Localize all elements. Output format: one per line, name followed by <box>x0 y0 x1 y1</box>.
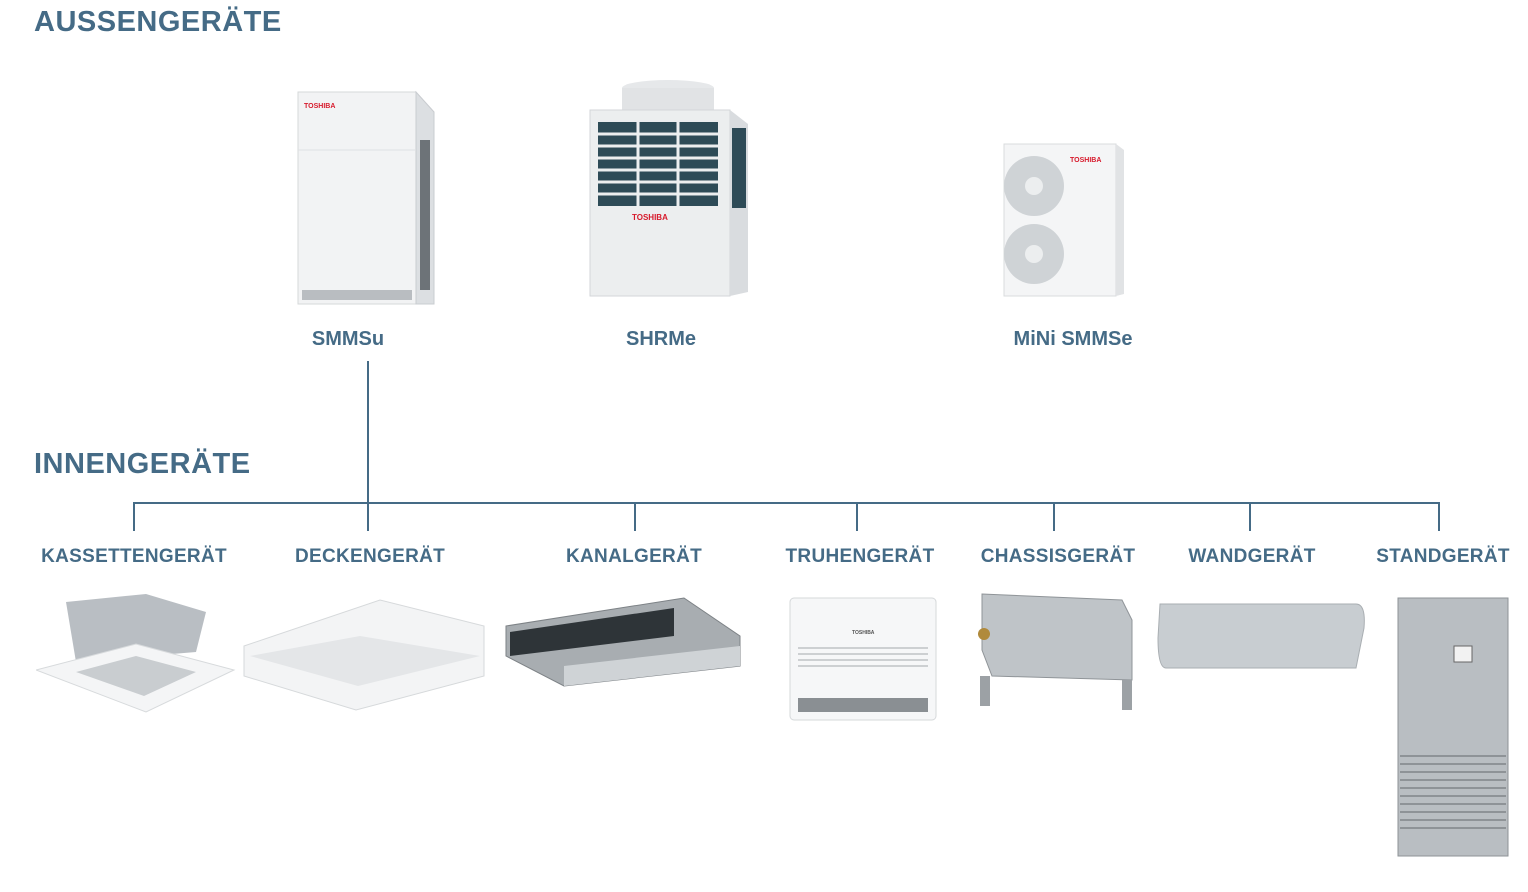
outdoor-units-heading: AUSSENGERÄTE <box>34 6 282 38</box>
outdoor-label-smmsu: SMMSu <box>311 328 385 350</box>
svg-text:TOSHIBA: TOSHIBA <box>632 213 668 222</box>
connector-tick <box>1249 502 1251 531</box>
chassis-unit-image <box>978 593 1133 710</box>
smmsu-unit-image: TOSHIBA <box>297 90 435 305</box>
connector-tick <box>133 502 135 531</box>
svg-text:TOSHIBA: TOSHIBA <box>304 103 335 110</box>
duct-unit-image <box>505 597 741 687</box>
indoor-label-truhengeraet: TRUHENGERÄT <box>785 546 935 567</box>
indoor-label-chassisgeraet: CHASSISGERÄT <box>980 546 1136 567</box>
ceiling-unit-image <box>243 599 485 711</box>
cassette-unit-image <box>36 594 236 713</box>
outdoor-label-shrme: SHRMe <box>625 328 697 350</box>
connector-tick <box>1053 502 1055 531</box>
shrme-unit-image: TOSHIBA <box>589 80 748 297</box>
connector-tick <box>1438 502 1440 531</box>
connector-horizontal <box>133 502 1440 504</box>
indoor-label-kanalgeraet: KANALGERÄT <box>566 546 702 567</box>
indoor-label-standgeraet: STANDGERÄT <box>1376 546 1510 567</box>
mini-smmse-unit-image: TOSHIBA <box>1003 143 1124 297</box>
indoor-label-kassettengeraet: KASSETTENGERÄT <box>41 546 227 567</box>
svg-text:TOSHIBA: TOSHIBA <box>1070 157 1101 164</box>
connector-tick <box>856 502 858 531</box>
connector-tick <box>634 502 636 531</box>
svg-text:TOSHIBA: TOSHIBA <box>852 630 875 636</box>
connector-tick <box>367 502 369 531</box>
indoor-units-heading: INNENGERÄTE <box>34 448 251 480</box>
indoor-label-wandgeraet: WANDGERÄT <box>1188 546 1316 567</box>
connector-vertical <box>367 361 369 504</box>
floor-standing-unit-image <box>1397 597 1509 857</box>
indoor-label-deckengeraet: DECKENGERÄT <box>294 546 446 567</box>
outdoor-label-mini-smmse: MiNi SMMSe <box>1013 328 1133 350</box>
console-unit-image: TOSHIBA <box>789 597 937 721</box>
wall-unit-image <box>1157 603 1365 669</box>
